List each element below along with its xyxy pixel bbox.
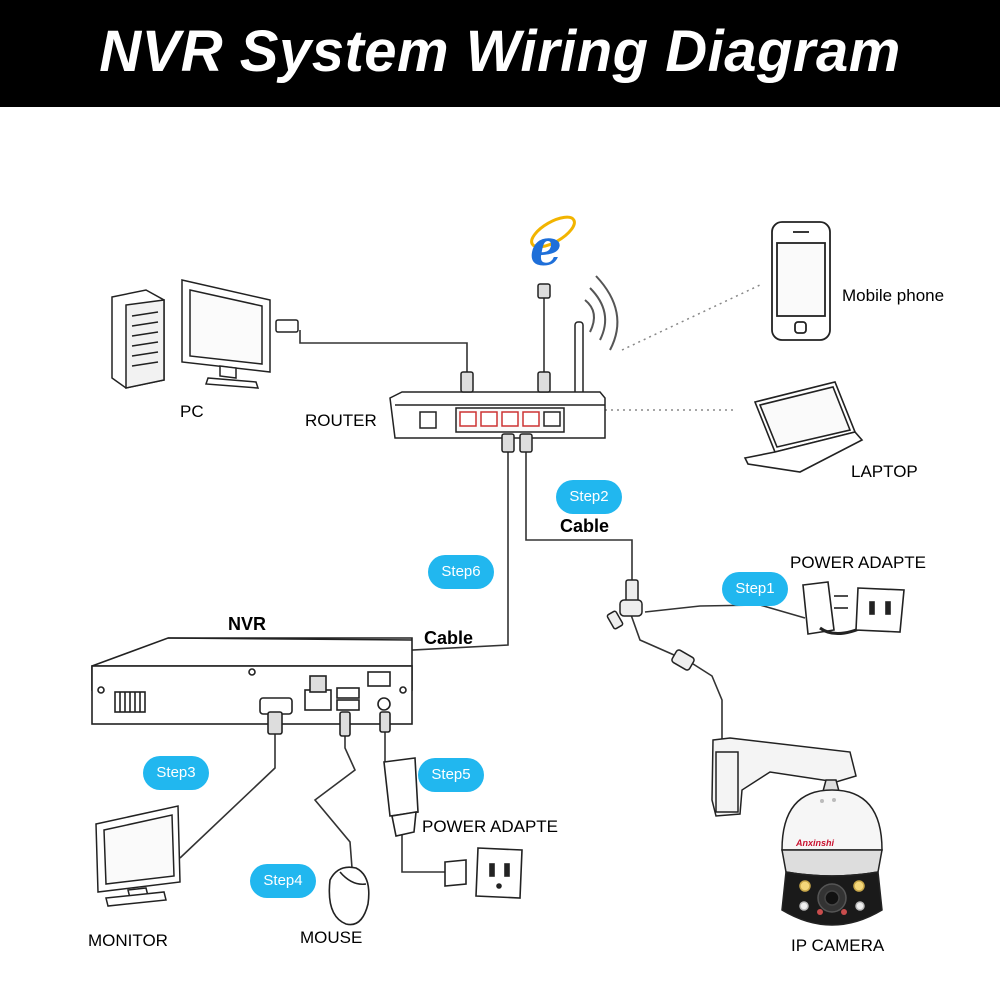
router-plug-internet: [537, 371, 551, 393]
pc-monitor: [181, 279, 271, 389]
nvr-terminal-block: [114, 691, 146, 713]
mouse-label: MOUSE: [300, 928, 363, 947]
cable-nvr-monitor: [179, 720, 276, 859]
pc-label: PC: [180, 402, 204, 421]
nvr-power-adapter-label: POWER ADAPTE: [422, 817, 559, 836]
laptop-device: [743, 381, 864, 473]
router-wan-port: [543, 411, 561, 427]
nvr-label: NVR: [228, 614, 267, 634]
camera-power-adapter: [802, 581, 905, 635]
page-title: NVR System Wiring Diagram: [99, 19, 901, 84]
wireless-links: [605, 284, 761, 411]
ip-camera-label: IP CAMERA: [791, 936, 885, 955]
pc-device: [111, 279, 299, 389]
cable-nvr-mouse: [313, 720, 356, 869]
monitor-label: MONITOR: [88, 931, 168, 950]
cable-nvr-label: Cable: [424, 628, 474, 648]
cable-split-power: [644, 604, 806, 619]
camera-band: [781, 849, 883, 877]
svg-text:e: e: [530, 218, 562, 277]
router-plug-camera: [519, 433, 533, 453]
nvr-lan-plug: [309, 675, 327, 693]
wireless-link-phone: [621, 284, 761, 351]
nvr-dc-port: [377, 697, 391, 711]
mobile-phone-label: Mobile phone: [842, 286, 945, 305]
cable-router-camera: [525, 448, 633, 585]
pc-network-connector: [275, 319, 299, 333]
step6-badge: Step6: [428, 555, 494, 589]
cables: [179, 296, 806, 873]
camera-wall-socket: [855, 587, 905, 633]
nvr-lan-port: [304, 689, 332, 711]
nvr-device: [91, 637, 413, 737]
pc-tower: [111, 289, 165, 389]
wifi-signal-icon: [584, 275, 619, 351]
mouse-device: [328, 866, 370, 926]
cable-splitter: [629, 611, 691, 663]
camera-dome-housing: [781, 789, 883, 851]
router-power-port: [419, 411, 437, 429]
step3-badge: Step3: [143, 756, 209, 790]
nvr-power-adapter: [383, 757, 523, 899]
step5-badge: Step5: [418, 758, 484, 792]
router-lan-port-1: [459, 411, 477, 427]
camera-adapter-body: [802, 581, 835, 635]
router-antenna: [574, 321, 584, 401]
step1-badge: Step1: [722, 572, 788, 606]
router-device: [389, 283, 606, 453]
browser-e-icon: e: [530, 215, 576, 277]
router-lan-port-4: [522, 411, 540, 427]
nvr-power-switch: [367, 671, 391, 687]
step4-badge: Step4: [250, 864, 316, 898]
cable-camera-pigtail: [689, 661, 723, 750]
camera-wall-bracket: [711, 737, 857, 817]
laptop-label: LAPTOP: [851, 462, 918, 481]
router-label: ROUTER: [305, 411, 377, 430]
router-lan-port-3: [501, 411, 519, 427]
step2-badge: Step2: [556, 480, 622, 514]
header-bar: [0, 0, 1000, 107]
router-plug-nvr: [501, 433, 515, 453]
mobile-phone-device: [771, 221, 831, 341]
ip-camera-device: Anxinshi: [711, 737, 883, 926]
router-lan-port-2: [480, 411, 498, 427]
nvr-usb-port-1: [336, 687, 360, 699]
nvr-wall-socket: [475, 847, 523, 899]
nvr-usb-port-2: [336, 699, 360, 711]
camera-brand-label: Anxinshi: [795, 838, 835, 848]
cable-pc-router: [299, 330, 468, 372]
cable-camera-label: Cable: [560, 516, 610, 536]
router-plug-pc: [460, 371, 474, 393]
internet-plug: [537, 283, 551, 299]
monitor-device: [95, 805, 181, 907]
camera-power-adapter-label: POWER ADAPTE: [790, 553, 927, 572]
camera-splitter: [606, 579, 695, 671]
cable-adapter-plug: [401, 834, 445, 873]
